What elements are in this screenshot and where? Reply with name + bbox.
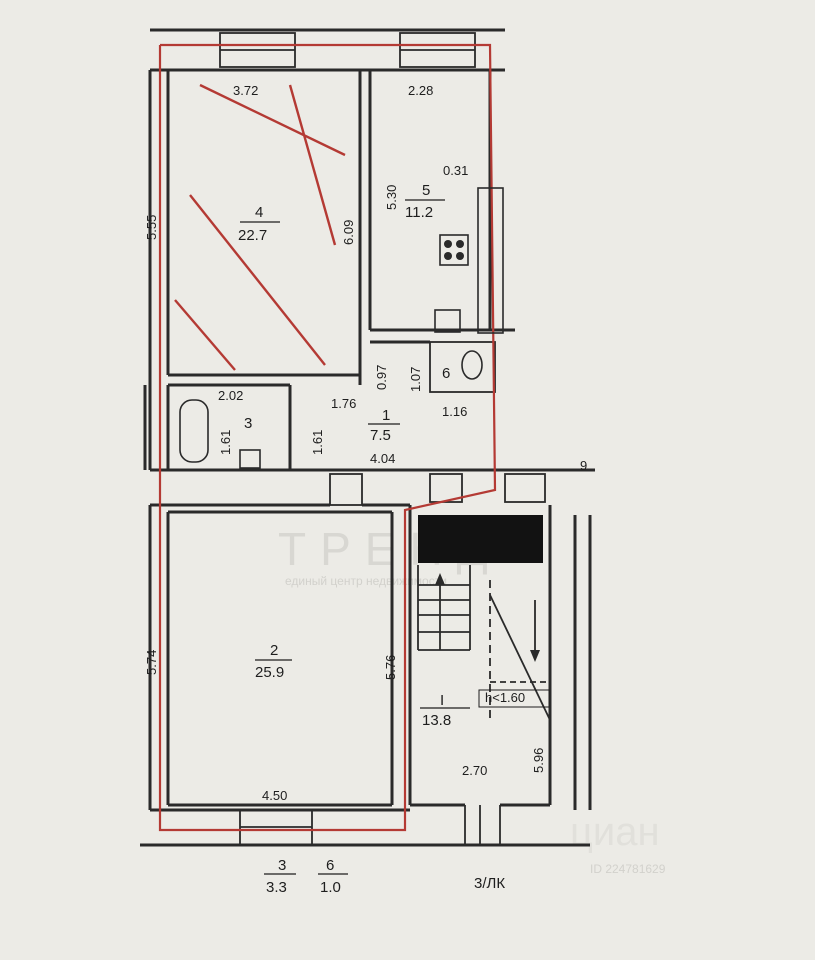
dim-097: 0.97: [374, 365, 389, 390]
footer-room-b-id: 6: [326, 857, 334, 874]
washbasin-icon: [239, 449, 261, 469]
dim-609: 6.09: [341, 220, 356, 245]
dim-116: 1.16: [442, 404, 467, 419]
footer-room-b-area: 1.0: [320, 879, 341, 896]
stairs: [417, 565, 551, 721]
bathtub-icon: [179, 399, 209, 463]
dim-cut-left: 5.74: [144, 650, 159, 675]
room-2-number: 2: [270, 642, 278, 659]
room-4-number: 4: [255, 204, 263, 221]
dim-161a: 1.61: [218, 430, 233, 455]
dim-404: 4.04: [370, 451, 395, 466]
dim-450: 4.50: [262, 788, 287, 803]
room-I-area: 13.8: [422, 712, 451, 729]
apartment-boundary: [158, 43, 497, 832]
ventilation-shaft: [477, 187, 504, 334]
dim-031: 0.31: [443, 163, 468, 178]
room-5-area: 11.2: [405, 204, 433, 221]
dim-270: 2.70: [462, 763, 487, 778]
footer-room-a-id: 3: [278, 857, 286, 874]
room-1-area: 7.5: [370, 427, 391, 444]
dim-176: 1.76: [331, 396, 356, 411]
footer-room-a-area: 3.3: [266, 879, 287, 896]
toilet-icon: [461, 350, 483, 380]
dim-596: 5.96: [531, 748, 546, 773]
dim-228: 2.28: [408, 83, 433, 98]
footer-staircase: 3/ЛК: [474, 875, 505, 892]
dim-530: 5.30: [384, 185, 399, 210]
dim-576: 5.76: [383, 655, 398, 680]
footer-legend: 3 3.3 6 1.0 3/ЛК: [264, 857, 505, 896]
dim-right-nine: 9: [580, 458, 587, 473]
room-6-label: 6: [442, 365, 450, 382]
dim-107: 1.07: [408, 367, 423, 392]
dim-202: 2.02: [218, 388, 243, 403]
stair-header-block: [418, 515, 543, 563]
fixtures: [179, 187, 504, 469]
room-4-area: 22.7: [238, 227, 267, 244]
dim-cut-left-top: 5.55: [144, 215, 159, 240]
dimensions: 3.72 2.28 0.31 6.09 5.30 0.97 1.07 2.02 …: [144, 83, 587, 803]
dim-372: 3.72: [233, 83, 258, 98]
dim-161b: 1.61: [310, 430, 325, 455]
room-5-number: 5: [422, 182, 430, 199]
watermark-cian-id: ID 224781629: [590, 862, 666, 876]
room-1-number: 1: [382, 407, 390, 424]
watermark-cian-text: циан: [570, 810, 660, 854]
stair-height-label: h<1.60: [485, 690, 525, 705]
stove-icon: [439, 234, 469, 266]
room-I-number: I: [440, 692, 444, 709]
watermark-cian: циан ID 224781629: [570, 810, 666, 876]
watermark-brand-sub: единый центр недвижимости: [285, 574, 447, 588]
room-labels: 4 22.7 5 11.2 1 7.5 2 25.9 I 13.8 3 6 h<…: [238, 182, 550, 729]
room-3-label: 3: [244, 415, 252, 432]
sink-icon: [434, 309, 461, 333]
walls: [140, 28, 595, 847]
room-2-area: 25.9: [255, 664, 284, 681]
